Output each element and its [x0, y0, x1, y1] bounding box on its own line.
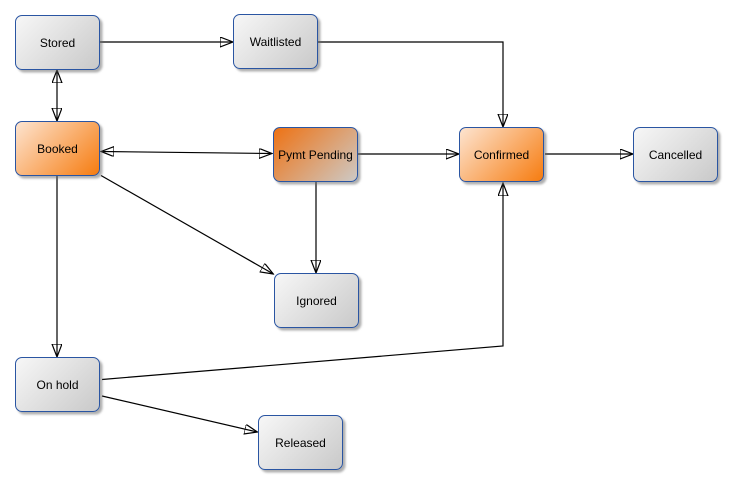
node-pymt-pending-label: Pymt Pending	[278, 147, 353, 162]
node-confirmed: Confirmed	[459, 127, 544, 182]
node-booked: Booked	[15, 121, 100, 176]
node-waitlisted: Waitlisted	[233, 14, 318, 69]
node-pymt-pending: Pymt Pending	[273, 127, 358, 182]
node-released: Released	[258, 415, 343, 470]
node-ignored: Ignored	[274, 273, 359, 328]
node-released-label: Released	[275, 435, 326, 450]
node-cancelled: Cancelled	[633, 127, 718, 182]
node-on-hold-label: On hold	[36, 377, 79, 392]
edge-on-hold-released	[101, 395, 257, 432]
edge-on-hold-confirmed	[101, 184, 503, 381]
edge-booked-pymt-pending	[102, 152, 271, 154]
node-cancelled-label: Cancelled	[648, 147, 703, 162]
node-ignored-label: Ignored	[296, 293, 337, 308]
node-on-hold: On hold	[15, 357, 100, 412]
node-stored-label: Stored	[39, 35, 76, 50]
edge-waitlisted-confirmed	[318, 41, 503, 126]
node-booked-label: Booked	[37, 141, 78, 156]
node-waitlisted-label: Waitlisted	[249, 34, 302, 49]
node-confirmed-label: Confirmed	[473, 147, 530, 162]
node-stored: Stored	[15, 15, 100, 70]
edge-booked-ignored	[100, 174, 273, 274]
